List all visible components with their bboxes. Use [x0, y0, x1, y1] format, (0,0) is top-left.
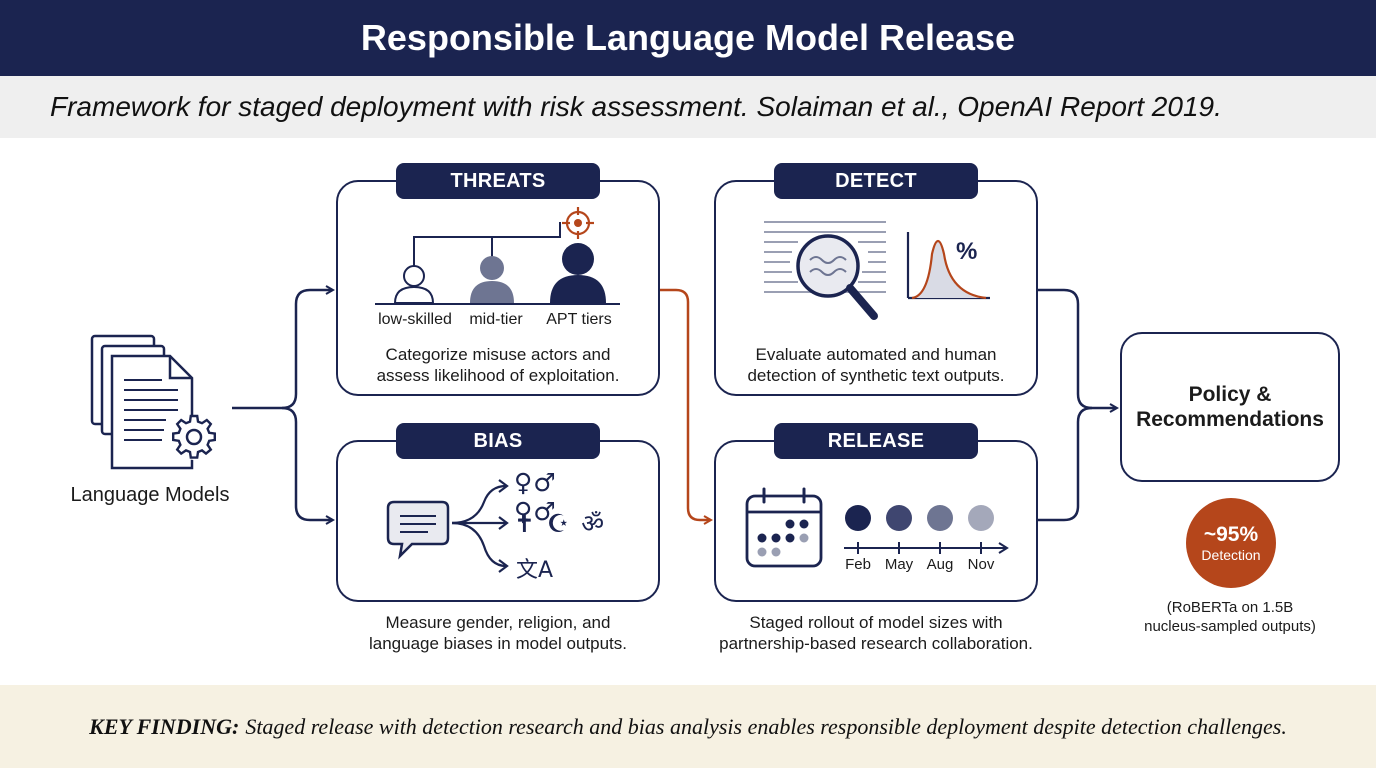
threats-caption: Categorize misuse actors and assess like… — [340, 344, 656, 386]
connector-release-policy — [1038, 406, 1093, 522]
detect-box — [714, 180, 1038, 396]
language-translate-icon: 文A — [516, 558, 554, 583]
release-stage-dot-1 — [845, 505, 871, 531]
calendar-icon — [745, 487, 823, 568]
bias-analysis-icon — [386, 479, 509, 573]
apt-person-icon — [550, 243, 606, 303]
policy-label-line-2: Recommendations — [1136, 408, 1324, 431]
detection-analysis-icon: % — [764, 221, 990, 320]
target-icon — [562, 207, 594, 239]
month-label-aug: Aug — [926, 556, 954, 573]
detect-title: DETECT — [774, 163, 978, 199]
connector-detect-policy — [1038, 288, 1116, 408]
release-title: RELEASE — [774, 423, 978, 459]
threats-caption-line-1: Categorize misuse actors and — [385, 345, 611, 364]
tier-label-apt: APT tiers — [546, 311, 612, 328]
detection-note-line-2: nucleus-sampled outputs) — [1144, 618, 1316, 635]
documents-gear-icon — [90, 334, 217, 470]
key-finding-footer: KEY FINDING: Staged release with detecti… — [0, 685, 1376, 768]
month-label-may: May — [884, 556, 914, 573]
bias-caption-line-1: Measure gender, religion, and — [385, 613, 611, 632]
page-title: Responsible Language Model Release — [0, 0, 1376, 76]
tier-label-mid-tier: mid-tier — [469, 311, 523, 328]
religion-symbols-icon: ✝ ☪ ॐ — [514, 509, 607, 538]
release-timeline — [844, 505, 1009, 554]
bias-caption: Measure gender, religion, and language b… — [340, 612, 656, 654]
key-finding-lead: KEY FINDING: — [89, 713, 240, 739]
percent-symbol: % — [956, 238, 977, 265]
connector-source-bias — [281, 406, 332, 520]
detect-caption-line-1: Evaluate automated and human — [755, 345, 997, 364]
bias-caption-line-2: language biases in model outputs. — [368, 634, 627, 653]
month-label-nov: Nov — [967, 556, 995, 573]
threat-actors-icon — [375, 207, 620, 305]
key-finding-text: Staged release with detection research a… — [245, 713, 1287, 739]
detection-rate-value: ~95% — [1203, 523, 1259, 546]
policy-label: Policy & Recommendations — [1136, 382, 1324, 432]
magnifier-icon — [796, 234, 878, 320]
connector-threats-release — [660, 288, 710, 520]
tier-label-low-skilled: low-skilled — [378, 311, 452, 328]
language-models-label: Language Models — [70, 484, 230, 506]
detection-rate-badge: ~95% Detection — [1186, 498, 1276, 588]
policy-box: Policy & Recommendations — [1120, 332, 1340, 482]
distribution-chart-icon — [906, 232, 990, 300]
chat-bubble-icon — [386, 500, 450, 560]
detect-caption: Evaluate automated and human detection o… — [718, 344, 1034, 386]
release-caption-line-1: Staged rollout of model sizes with — [749, 613, 1003, 632]
release-caption-line-2: partnership-based research collaboration… — [719, 634, 1033, 653]
detection-note-line-1: (RoBERTa on 1.5B — [1166, 599, 1294, 616]
connector-source-threats — [232, 290, 332, 410]
mid-tier-person-icon — [470, 256, 514, 303]
low-skilled-person-icon — [393, 265, 435, 304]
bias-title: BIAS — [396, 423, 600, 459]
policy-label-line-1: Policy & — [1188, 383, 1272, 406]
detection-rate-label: Detection — [1201, 547, 1261, 563]
release-stage-dot-4 — [968, 505, 994, 531]
detection-note: (RoBERTa on 1.5B nucleus-sampled outputs… — [1130, 598, 1330, 636]
release-stage-dot-3 — [927, 505, 953, 531]
month-label-feb: Feb — [845, 556, 871, 573]
threats-title: THREATS — [396, 163, 600, 199]
release-caption: Staged rollout of model sizes with partn… — [704, 612, 1048, 654]
release-stage-dot-2 — [886, 505, 912, 531]
page-subtitle: Framework for staged deployment with ris… — [0, 76, 1376, 138]
threats-caption-line-2: assess likelihood of exploitation. — [376, 366, 620, 385]
detect-caption-line-2: detection of synthetic text outputs. — [747, 366, 1005, 385]
gender-symbols-icon: ♀♂ ♀♂ — [514, 468, 557, 526]
